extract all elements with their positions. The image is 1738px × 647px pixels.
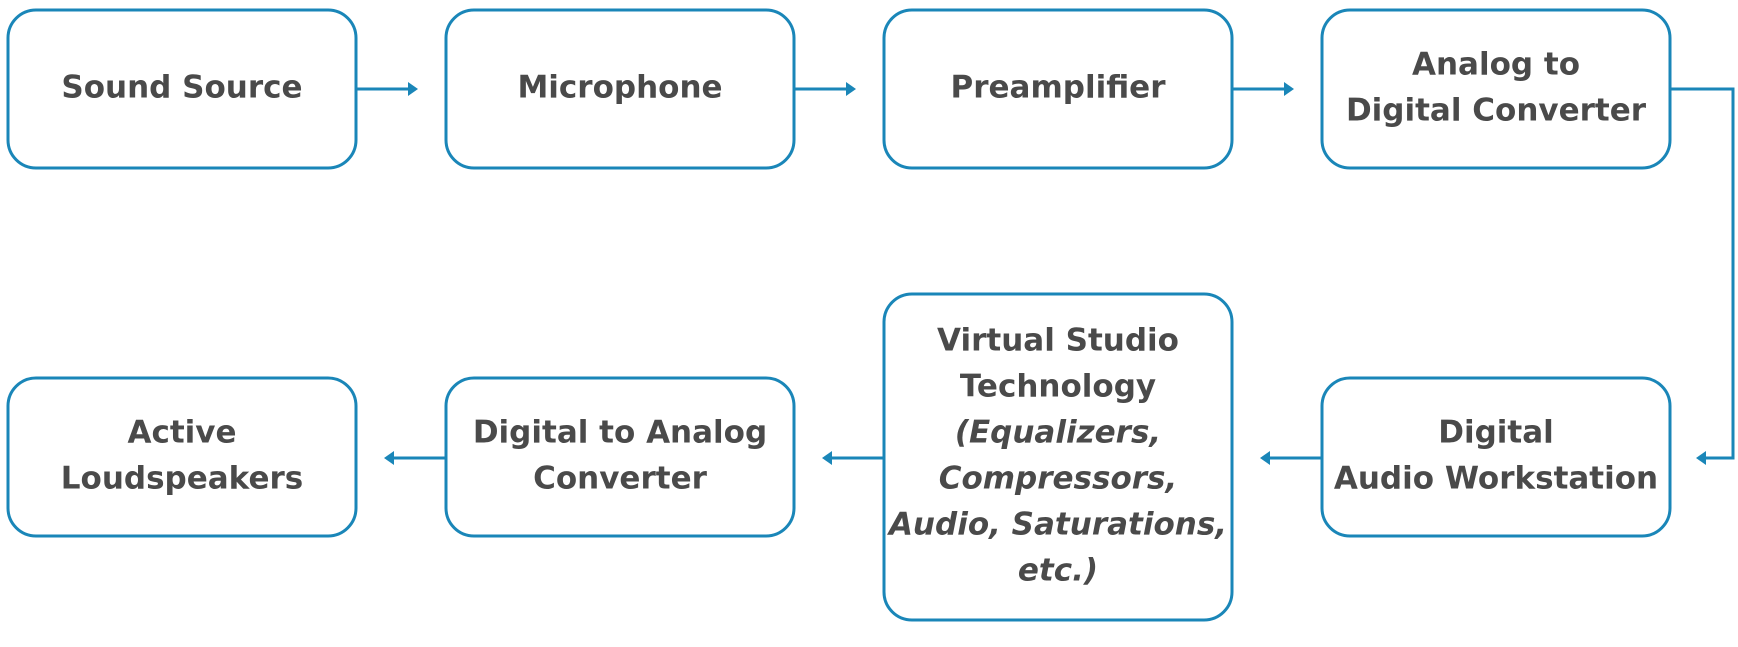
edge-microphone-to-preamplifier (794, 82, 856, 96)
node-box (1320, 8, 1672, 170)
arrow-head (1284, 82, 1294, 96)
node-box (444, 8, 796, 170)
edge-sound-source-to-microphone (356, 82, 418, 96)
node-detail-line: etc.) (1018, 553, 1098, 589)
node-label-line: Digital Converter (1346, 93, 1647, 129)
node-analog-to-digital-converter: Analog to Digital Converter (1320, 8, 1672, 170)
edge-digital-audio-workstation-to-virtual-studio-technology (1260, 451, 1322, 465)
node-label-line: Sound Source (61, 70, 302, 106)
node-label-line: Converter (533, 461, 707, 497)
arrow-head (1696, 451, 1706, 465)
node-label-line: Microphone (517, 70, 722, 106)
node-label-line: Audio Workstation (1334, 461, 1658, 497)
node-box (882, 8, 1234, 170)
arrow-head (1260, 451, 1270, 465)
node-preamplifier: Preamplifier (882, 8, 1234, 170)
node-label-line: Digital to Analog (473, 415, 767, 451)
node-detail-line: Audio, Saturations, (886, 507, 1227, 543)
node-box (6, 376, 358, 538)
arrow-line (1670, 87, 1735, 460)
node-label-line: Preamplifier (951, 70, 1167, 106)
node-label-line: Digital (1438, 415, 1554, 451)
edge-analog-to-digital-converter-to-digital-audio-workstation (1670, 87, 1735, 465)
node-sound-source: Sound Source (6, 8, 358, 170)
arrow-head (408, 82, 418, 96)
node-label-line: Loudspeakers (61, 461, 303, 497)
edge-preamplifier-to-analog-to-digital-converter (1232, 82, 1294, 96)
node-label-line: Virtual Studio (937, 323, 1179, 359)
node-label-line: Technology (960, 369, 1156, 405)
node-box (882, 292, 1234, 622)
arrow-head (846, 82, 856, 96)
node-box (6, 8, 358, 170)
node-box (1320, 376, 1672, 538)
node-detail-line: Compressors, (939, 461, 1178, 497)
node-microphone: Microphone (444, 8, 796, 170)
node-detail-line: (Equalizers, (955, 415, 1161, 451)
edge-virtual-studio-technology-to-digital-to-analog-converter (822, 451, 884, 465)
arrow-head (822, 451, 832, 465)
node-label-line: Analog to (1412, 47, 1580, 83)
edges-layer (356, 82, 1735, 465)
nodes-layer: Sound Source Microphone Preamplifier Analog… (6, 8, 1672, 622)
node-label-line: Active (127, 415, 236, 451)
arrow-head (384, 451, 394, 465)
edge-digital-to-analog-converter-to-active-loudspeakers (384, 451, 446, 465)
node-box (444, 376, 796, 538)
